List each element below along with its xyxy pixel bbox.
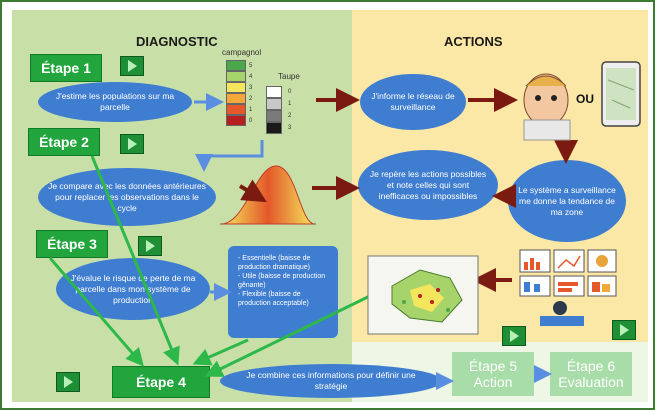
campagnol-legend-swatch (226, 115, 246, 126)
risk-category-scroll: - Essentielle (baisse de production dram… (228, 246, 338, 338)
step-2-play-icon[interactable] (120, 134, 144, 154)
campagnol-legend-value: 2 (249, 95, 253, 102)
taupe-legend-swatch (266, 86, 282, 98)
taupe-legend-row: 2 (266, 110, 306, 122)
campagnol-legend-row: 2 (226, 93, 256, 104)
arrow-legend-to-compare (195, 140, 264, 172)
tablet-map-icon (601, 61, 641, 127)
step-3-box[interactable]: Étape 3 (36, 230, 108, 258)
step-4-play-icon[interactable] (56, 372, 80, 392)
campagnol-legend-title: campagnol (222, 48, 262, 57)
step-2-box[interactable]: Étape 2 (28, 128, 100, 156)
step-5-play-icon[interactable] (502, 326, 526, 346)
bubble-systeme: Le système a surveillance me donne la te… (508, 160, 626, 242)
step-6-sublabel: Evaluation (558, 374, 624, 390)
campagnol-legend-row: 0 (226, 115, 256, 126)
bubble-compare: Je compare avec les données antérieures … (38, 168, 216, 226)
step-1-play-icon[interactable] (120, 56, 144, 76)
scroll-item-flexible: - Flexible (baisse de production accepta… (238, 291, 309, 307)
bubble-combine: Je combine ces informations pour définir… (220, 364, 442, 398)
campagnol-legend-value: 4 (249, 73, 253, 80)
taupe-legend-value: 2 (288, 113, 292, 119)
taupe-legend-swatch (266, 122, 282, 134)
step-5-label: Étape 5 (468, 358, 518, 374)
taupe-legend: 0 1 2 3 (266, 86, 306, 134)
actions-title: ACTIONS (444, 34, 503, 49)
step-1-box[interactable]: Étape 1 (30, 54, 102, 82)
campagnol-legend-row: 1 (226, 104, 256, 115)
campagnol-legend-row: 5 (226, 60, 256, 71)
scroll-item-essentielle: - Essentielle (baisse de production dram… (238, 255, 311, 271)
campagnol-legend-swatch (226, 104, 246, 115)
bubble-estime: J'estime les populations sur ma parcelle (38, 82, 192, 122)
taupe-legend-row: 1 (266, 98, 306, 110)
taupe-legend-value: 0 (288, 89, 292, 95)
arrow-step2-to-step4 (90, 155, 180, 366)
diagnostic-title: DIAGNOSTIC (136, 34, 218, 49)
campagnol-legend-value: 5 (249, 62, 253, 69)
bubble-evalue: J'évalue le risque de perte de ma parcel… (56, 258, 210, 320)
campagnol-legend: 5 4 3 2 1 0 (226, 60, 256, 126)
scroll-item-utile: - Utile (baisse de production gênante) (238, 273, 326, 289)
taupe-legend-swatch (266, 98, 282, 110)
campagnol-legend-value: 1 (249, 106, 253, 113)
arrow-map-to-step4 (204, 290, 379, 377)
bubble-informe: J'informe le réseau de surveillance (360, 74, 466, 130)
population-cycle-graph (220, 165, 316, 225)
step-6-play-icon[interactable] (612, 320, 636, 340)
taupe-legend-row: 3 (266, 122, 306, 134)
campagnol-legend-row: 3 (226, 82, 256, 93)
campagnol-legend-row: 4 (226, 71, 256, 82)
campagnol-legend-value: 3 (249, 84, 253, 91)
taupe-legend-value: 1 (288, 101, 292, 107)
step-4-box[interactable]: Étape 4 (112, 366, 210, 398)
bubble-repere: Je repère les actions possibles et note … (358, 150, 498, 220)
step-6-label: Étape 6 (566, 358, 616, 374)
arrow-step3-to-step4 (48, 257, 144, 367)
or-label: OU (576, 92, 594, 106)
taupe-legend-title: Taupe (278, 72, 300, 81)
step-5-sublabel: Action (473, 374, 513, 390)
arrow-scroll-to-step4 (192, 338, 249, 366)
campagnol-legend-swatch (226, 93, 246, 104)
campagnol-legend-swatch (226, 82, 246, 93)
campagnol-legend-swatch (226, 71, 246, 82)
step-3-play-icon[interactable] (138, 236, 162, 256)
arrow-to-cycle (238, 179, 267, 203)
campagnol-legend-swatch (226, 60, 246, 71)
dashboard-icon (519, 249, 617, 326)
field-map-icon (367, 255, 479, 335)
campagnol-legend-value: 0 (249, 117, 253, 124)
person-phone-icon (523, 73, 571, 141)
taupe-legend-swatch (266, 110, 282, 122)
taupe-legend-value: 3 (288, 125, 292, 131)
taupe-legend-row: 0 (266, 86, 306, 98)
